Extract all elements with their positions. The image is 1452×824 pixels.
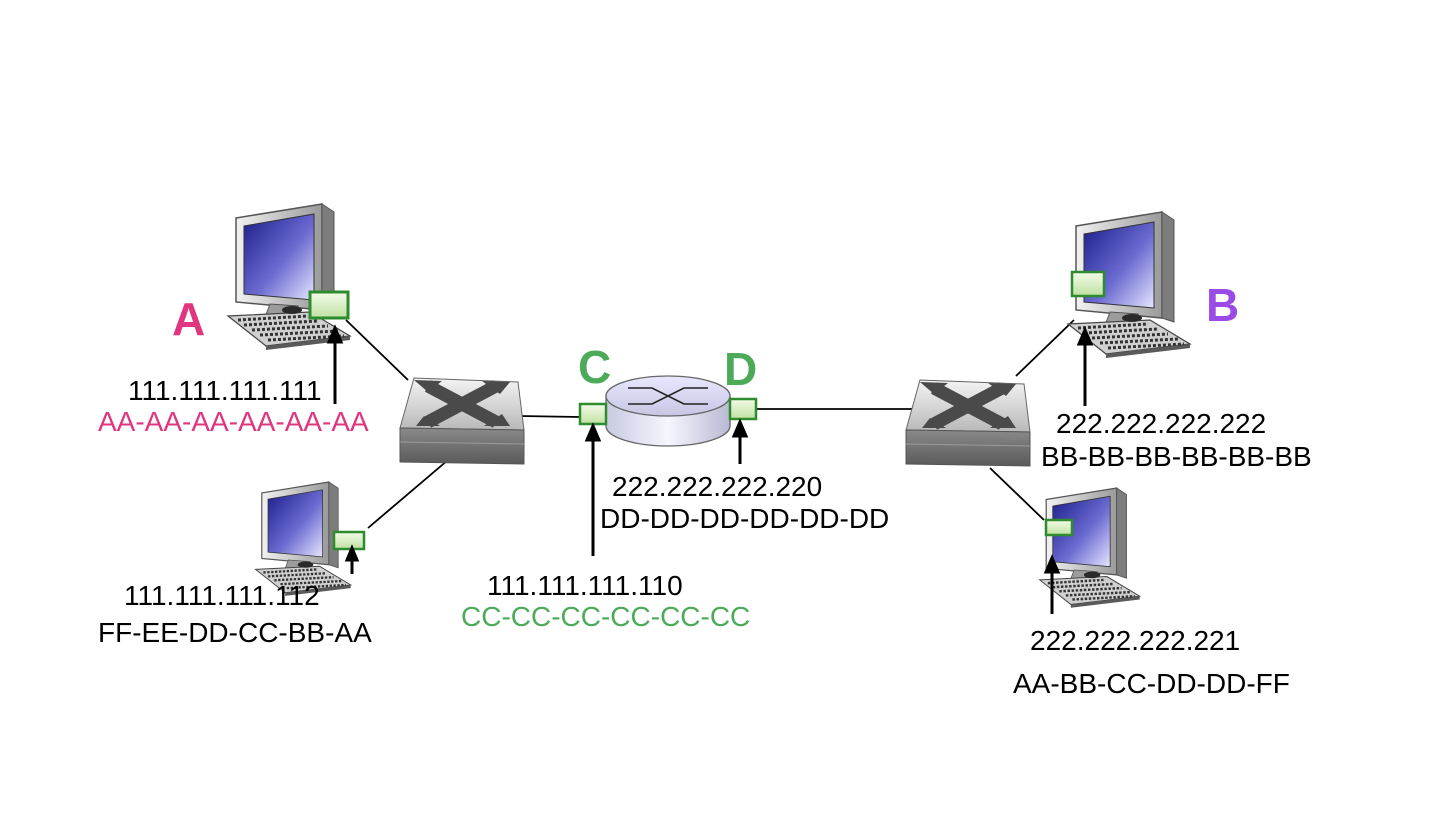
host-a-name: A <box>172 293 206 345</box>
router-interface-c-ip: 111.111.111.110 <box>487 570 683 601</box>
nic-host-right-lower-icon <box>1044 518 1074 537</box>
links <box>345 319 1075 529</box>
host-a-mac: AA-AA-AA-AA-AA-AA <box>98 406 369 437</box>
nic-host-left-lower-icon <box>332 530 366 551</box>
link-lower-left-switch <box>367 459 449 529</box>
host-right-lower-ip: 222.222.222.221 <box>1030 625 1241 656</box>
link-a-switch <box>345 319 409 381</box>
router-icon <box>605 375 731 447</box>
nic-host-a-icon <box>308 290 350 320</box>
host-right-lower-mac: AA-BB-CC-DD-DD-FF <box>1013 668 1290 699</box>
host-a-ip: 111.111.111.111 <box>128 375 322 406</box>
link-switch-b <box>1015 319 1075 377</box>
host-left-lower-ip: 111.111.111.112 <box>124 580 320 611</box>
router-interface-c-name: C <box>578 341 612 393</box>
host-a-computer-icon <box>226 202 352 352</box>
nic-router-d-icon <box>728 397 758 421</box>
left-switch-icon <box>400 378 524 464</box>
router-interface-d-ip: 222.222.222.220 <box>612 471 823 502</box>
right-switch-icon <box>906 380 1030 466</box>
nic-router-c-icon <box>578 402 608 426</box>
host-right-lower-computer-icon <box>1038 486 1141 609</box>
router-interface-d-mac: DD-DD-DD-DD-DD-DD <box>600 503 890 534</box>
link-switch-lower-right <box>989 467 1045 521</box>
link-left-switch-router <box>519 415 581 418</box>
host-b-name: B <box>1206 279 1240 331</box>
host-b-mac: BB-BB-BB-BB-BB-BB <box>1041 441 1312 472</box>
router-interface-c-mac: CC-CC-CC-CC-CC-CC <box>461 601 751 632</box>
nic-host-b-icon <box>1070 270 1106 298</box>
router-interface-d-name: D <box>724 343 758 395</box>
host-left-lower-mac: FF-EE-DD-CC-BB-AA <box>98 617 372 648</box>
host-b-ip: 222.222.222.222 <box>1056 408 1267 439</box>
